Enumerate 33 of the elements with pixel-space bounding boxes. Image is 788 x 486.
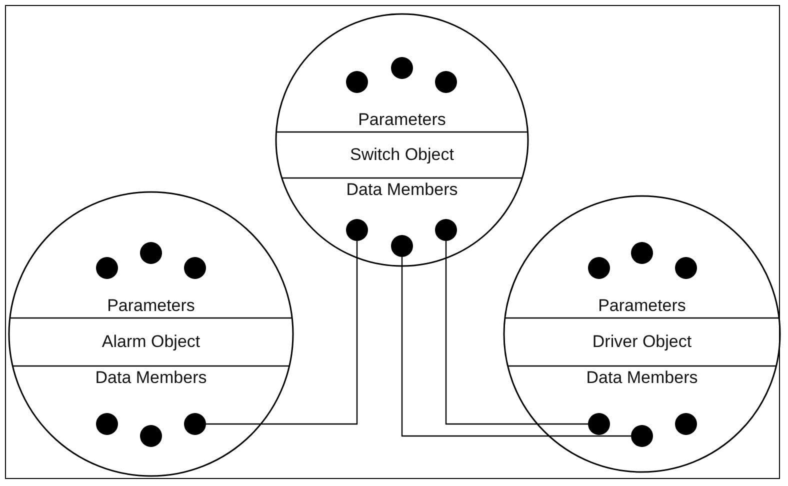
object-circle bbox=[502, 194, 782, 474]
connector-dot bbox=[588, 257, 610, 279]
section-label: Data Members bbox=[346, 180, 458, 200]
section-label: Parameters bbox=[358, 110, 446, 130]
section-label: Data Members bbox=[586, 368, 698, 388]
connector-dot bbox=[631, 242, 653, 264]
object-name: Switch Object bbox=[350, 145, 454, 165]
connector-dot bbox=[391, 235, 413, 257]
section-label: Parameters bbox=[598, 296, 686, 316]
connector-dot bbox=[96, 257, 118, 279]
connector-line bbox=[401, 257, 631, 437]
connector-dot bbox=[184, 413, 206, 435]
connector-line bbox=[445, 241, 588, 425]
connector-dot bbox=[184, 257, 206, 279]
object-circle bbox=[274, 12, 530, 268]
connector-dot bbox=[140, 425, 162, 447]
connector-dot bbox=[346, 219, 368, 241]
connector-dot bbox=[675, 413, 697, 435]
connector-dot bbox=[391, 57, 413, 79]
object-name: Alarm Object bbox=[102, 332, 200, 352]
object-circle bbox=[7, 190, 295, 478]
section-label: Data Members bbox=[95, 368, 207, 388]
connector-dot bbox=[588, 413, 610, 435]
object-name: Driver Object bbox=[592, 332, 692, 352]
connector-dot bbox=[435, 71, 457, 93]
connector-dot bbox=[631, 425, 653, 447]
connector-dot bbox=[435, 219, 457, 241]
connector-dot bbox=[346, 71, 368, 93]
connector-line bbox=[206, 241, 358, 425]
section-label: Parameters bbox=[107, 296, 195, 316]
connector-dot bbox=[96, 413, 118, 435]
connector-dot bbox=[675, 257, 697, 279]
connector-dot bbox=[140, 242, 162, 264]
